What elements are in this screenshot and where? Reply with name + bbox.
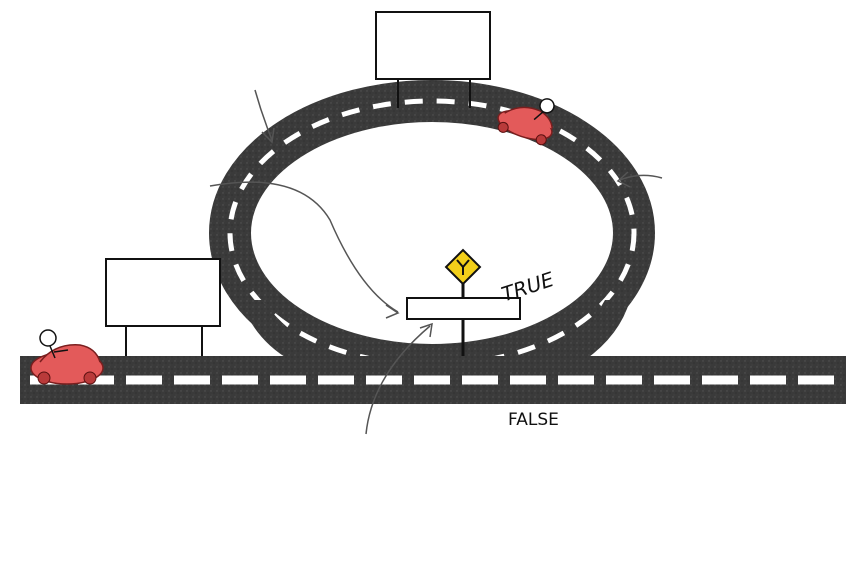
true-label: TRUE — [499, 267, 558, 306]
arrow-from-below — [365, 322, 433, 435]
yield-fork-sign-icon — [444, 248, 482, 286]
arrow-right — [616, 171, 663, 188]
arrow-into-condition — [209, 181, 400, 319]
merge-left — [240, 300, 355, 360]
top-box[interactable] — [375, 11, 491, 108]
false-label: FALSE — [508, 410, 559, 430]
condition-box[interactable] — [406, 297, 521, 320]
arrow-top-left — [254, 89, 275, 144]
left-box[interactable] — [105, 258, 221, 356]
car-loop-icon — [497, 98, 555, 146]
car-left-icon — [30, 329, 104, 385]
straight-road — [20, 356, 846, 404]
merge-right — [515, 300, 630, 360]
